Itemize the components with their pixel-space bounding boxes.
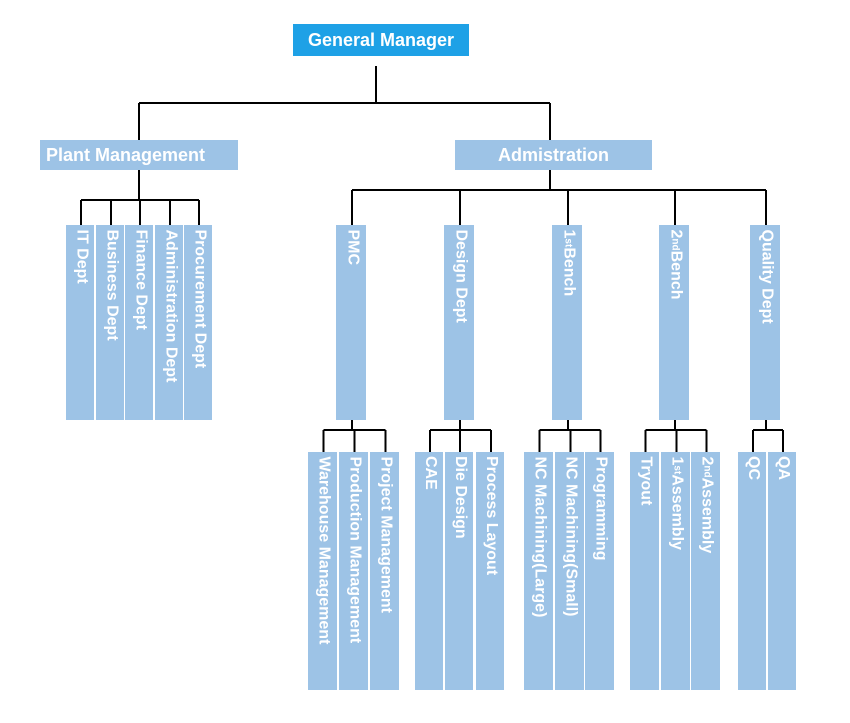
general-manager-label: General Manager xyxy=(307,29,455,50)
unit-production-management-label: Production Management xyxy=(346,456,364,643)
unit-cae: CAE xyxy=(415,452,445,690)
unit-programming: Programming xyxy=(585,452,616,690)
unit-nc-machining-small: NC Machining(Small) xyxy=(555,452,586,690)
plant-dept-administration-dept: Administration Dept xyxy=(155,225,185,420)
unit-nc-machining-large-label: NC Machining(Large) xyxy=(531,456,549,617)
administration-label: Admistration xyxy=(497,144,609,165)
unit-die-design: Die Design xyxy=(445,452,475,690)
unit-warehouse-management: Warehouse Management xyxy=(308,452,339,690)
unit-die-design-label: Die Design xyxy=(452,456,469,539)
group-pmc-label: PMC xyxy=(344,229,361,265)
unit-qa-label: QA xyxy=(775,456,792,480)
plant-dept-administration-dept-label: Administration Dept xyxy=(162,229,179,382)
unit-nc-machining-small-label: NC Machining(Small) xyxy=(562,456,580,617)
general-manager-box: General Manager xyxy=(293,24,469,56)
unit-tryout: Tryout xyxy=(630,452,661,690)
unit-qa: QA xyxy=(768,452,798,690)
unit-warehouse-management-label: Warehouse Management xyxy=(315,456,333,644)
plant-management-box: Plant Management xyxy=(40,140,238,170)
group-design-dept-label: Design Dept xyxy=(452,229,469,323)
unit-production-management: Production Management xyxy=(339,452,370,690)
unit-qc-label: QC xyxy=(745,456,762,480)
group-quality-dept-label: Quality Dept xyxy=(758,229,775,324)
plant-management-label: Plant Management xyxy=(46,144,206,165)
unit-tryout-label: Tryout xyxy=(637,456,655,505)
plant-dept-finance-dept: Finance Dept xyxy=(125,225,155,420)
unit-nc-machining-large: NC Machining(Large) xyxy=(524,452,555,690)
unit-cae-label: CAE xyxy=(422,456,439,490)
plant-dept-business-dept: Business Dept xyxy=(96,225,126,420)
unit-programming-label: Programming xyxy=(592,456,610,561)
group-design-dept: Design Dept xyxy=(444,225,476,420)
plant-dept-it-dept-label: IT Dept xyxy=(73,229,90,284)
unit-qc: QC xyxy=(738,452,768,690)
unit-process-layout: Process Layout xyxy=(476,452,506,690)
administration-box: Admistration xyxy=(455,140,652,170)
group-quality-dept: Quality Dept xyxy=(750,225,782,420)
unit-process-layout-label: Process Layout xyxy=(483,456,500,576)
plant-dept-finance-dept-label: Finance Dept xyxy=(132,229,149,330)
group-pmc: PMC xyxy=(336,225,368,420)
unit-project-management: Project Management xyxy=(370,452,401,690)
plant-dept-it-dept: IT Dept xyxy=(66,225,96,420)
plant-dept-procurement-dept: Procurement Dept xyxy=(184,225,214,420)
unit-project-management-label: Project Management xyxy=(377,456,395,613)
plant-dept-procurement-dept-label: Procurement Dept xyxy=(191,229,208,368)
plant-dept-business-dept-label: Business Dept xyxy=(103,229,120,341)
